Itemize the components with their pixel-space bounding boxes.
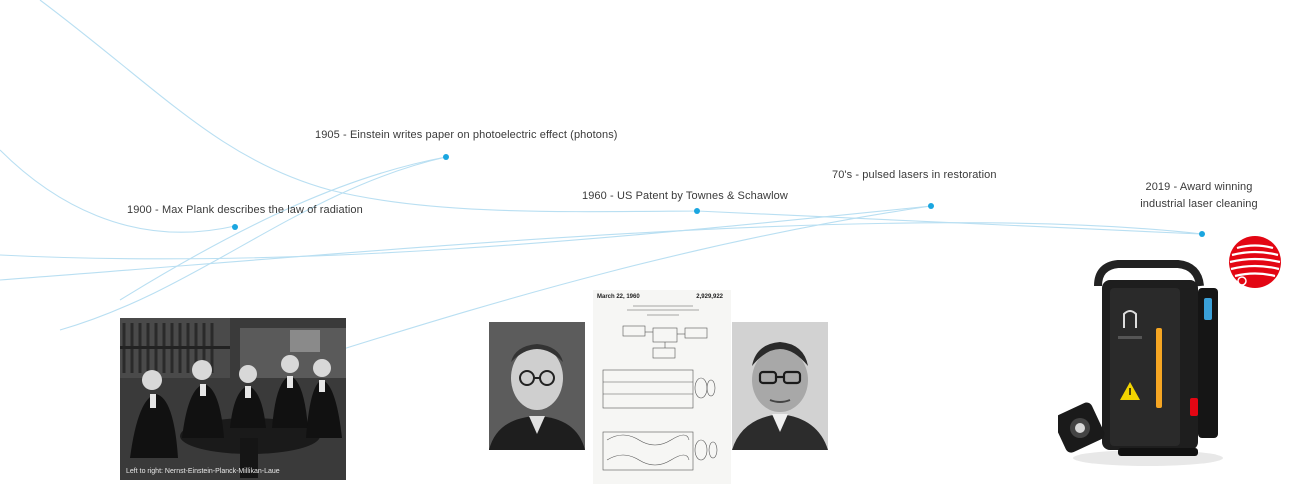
patent-number: 2,929,922 (696, 294, 723, 300)
portrait-schawlow (732, 322, 828, 450)
timeline-curve (119, 156, 447, 301)
event-2019-label-line1: 2019 - Award winning (1145, 181, 1253, 193)
timeline-curve (0, 205, 932, 260)
timeline-curve (59, 156, 447, 331)
event-70s-label: 70's - pulsed lasers in restoration (832, 169, 997, 181)
group-photo-caption: Left to right: Nernst-Einstein-Planck-Mi… (126, 468, 280, 475)
event-1900-label: 1900 - Max Plank describes the law of ra… (127, 204, 363, 216)
event-2019-label-line2: industrial laser cleaning (1140, 198, 1258, 210)
group-photo-image (120, 318, 346, 480)
event-1900-dot (232, 224, 238, 230)
event-1960-dot (694, 208, 700, 214)
event-2019-label: 2019 - Award winning industrial laser cl… (1124, 179, 1274, 213)
timeline-curve (0, 222, 1203, 281)
timeline-curve (39, 0, 698, 213)
portrait-townes (489, 322, 585, 450)
timeline-curve (339, 205, 932, 351)
portrait-townes-image (489, 322, 585, 450)
timeline-curve (696, 210, 1203, 235)
portrait-schawlow-image (732, 322, 828, 450)
patent-document: March 22, 1960 2,929,922 (593, 290, 731, 484)
historical-group-photo: Left to right: Nernst-Einstein-Planck-Mi… (120, 318, 346, 480)
timeline-curve (0, 149, 236, 233)
event-1905-label: 1905 - Einstein writes paper on photoele… (315, 129, 618, 141)
patent-drawing (602, 305, 718, 471)
event-1905-dot (443, 154, 449, 160)
event-2019-dot (1199, 231, 1205, 237)
event-1960-label: 1960 - US Patent by Townes & Schawlow (582, 190, 788, 202)
patent-date: March 22, 1960 (597, 294, 640, 300)
event-70s-dot (928, 203, 934, 209)
red-dot-award-icon (1229, 236, 1281, 288)
laser-cleaning-machine-image (1058, 260, 1223, 466)
